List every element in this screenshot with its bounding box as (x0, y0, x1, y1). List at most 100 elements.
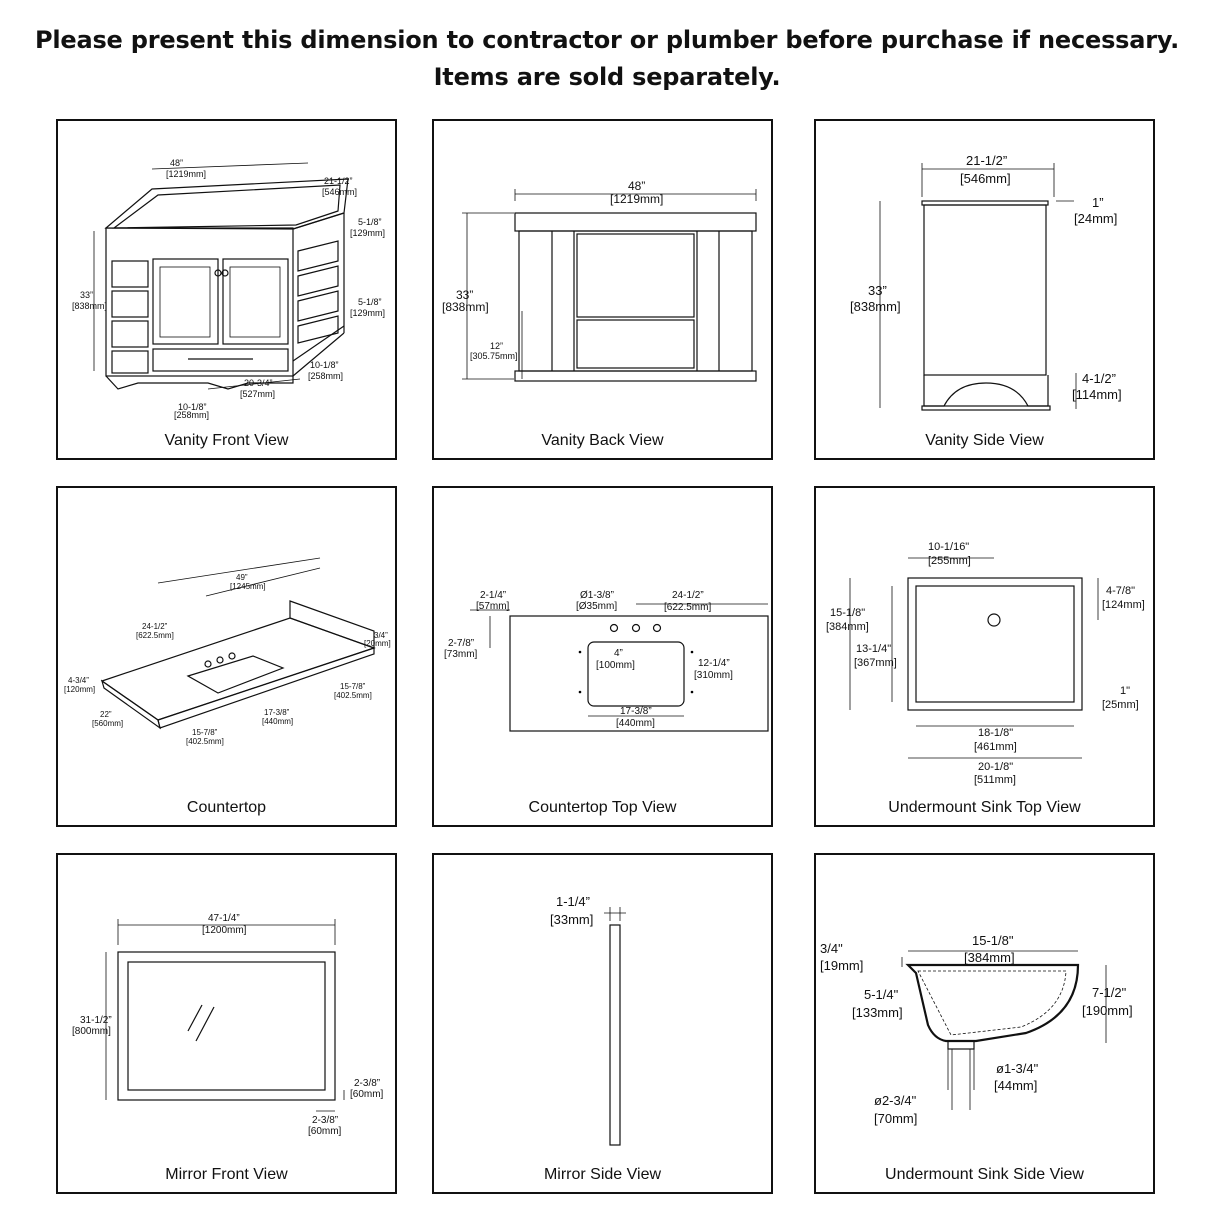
vanity-back-drawing: 48” [1219mm] 33” [838mm] 12” [305.75mm] (442, 179, 757, 382)
dim-height-mm: [800mm] (72, 1026, 111, 1037)
dim-depth-mm: [560mm] (92, 719, 123, 728)
dim-drain-offset-mm: [255mm] (928, 555, 971, 567)
dim-depth: 21-1/2” (966, 153, 1007, 168)
dim-height-mm: [838mm] (72, 301, 107, 311)
caption-mirror-side: Mirror Side View (543, 1166, 662, 1183)
countertop-drawing: 49” [1245mm] 24-1/2” [622.5mm] 3/4” [20m… (64, 557, 391, 746)
dim-outer-width-mm: [511mm] (974, 774, 1016, 786)
dim-drain-back: 4-7/8" (1106, 585, 1135, 597)
dim-front-base-mm: [527mm] (240, 389, 275, 399)
panel-undermount-sink-side-view: 15-1/8" [384mm] 3/4" [19mm] 5-1/4" [133m… (814, 853, 1155, 1194)
dim-depth-mm: [546mm] (322, 187, 357, 197)
dim-top: 5-1/8” (358, 217, 382, 227)
sink-side-drawing: 15-1/8" [384mm] 3/4" [19mm] 5-1/4" [133m… (820, 933, 1133, 1126)
caption-sink-top: Undermount Sink Top View (888, 799, 1081, 816)
sink-top-drawing: 10-1/16" [255mm] 15-1/8" [384mm] 13-1/4"… (826, 541, 1145, 786)
dim-cutout-depth: 12-1/4” (698, 658, 730, 669)
dim-side-base: 10-1/8” (310, 360, 339, 370)
dim-spread-mm: [100mm] (596, 660, 635, 671)
dim-splash: 4-3/4” (68, 676, 89, 685)
dim-inner-depth: 13-1/4" (856, 643, 891, 655)
dim-width: 15-1/8" (972, 933, 1014, 948)
dim-rim: 3/4" (820, 941, 843, 956)
dim-bowl-offset-mm: [133mm] (852, 1005, 903, 1020)
dim-cutout-width-mm: [440mm] (616, 718, 655, 729)
dim-drain: ø1-3/4" (996, 1061, 1039, 1076)
dim-top-thickness: 1” (1092, 195, 1104, 210)
dim-outer-depth: 15-1/8" (830, 607, 865, 619)
panel-countertop-top-view: 2-1/4” [57mm] Ø1-3/8” [Ø35mm] 24-1/2” [6… (432, 486, 773, 827)
dim-base: 4-1/2” (1082, 371, 1116, 386)
dim-width: 49” (236, 573, 248, 582)
dim-depth-mm: [546mm] (960, 171, 1011, 186)
header-line-1: Please present this dimension to contrac… (34, 26, 1180, 54)
header-line-2: Items are sold separately. (433, 63, 781, 91)
dim-drain-mm: [44mm] (994, 1078, 1037, 1093)
dim-width: 48” (170, 158, 183, 168)
panel-mirror-front-view: 47-1/4” [1200mm] 31-1/2” [800mm] 2-3/8” … (56, 853, 397, 1194)
dim-width-mm: [1219mm] (166, 169, 206, 179)
dim-top-mm: [129mm] (350, 228, 385, 238)
dim-outer-width: 20-1/8" (978, 761, 1013, 773)
dim-edge-mm: [57mm] (476, 601, 510, 612)
dim-inner-width-mm: [461mm] (974, 741, 1017, 753)
mirror-side-drawing: 1-1/4” [33mm] (550, 894, 626, 1146)
dim-flange-mm: [70mm] (874, 1111, 917, 1126)
dim-left-base-mm: [258mm] (174, 410, 209, 420)
dim-side-base-mm: [258mm] (308, 371, 343, 381)
dim-height-mm: [838mm] (850, 299, 901, 314)
caption-vanity-side: Vanity Side View (925, 432, 1044, 449)
dim-frame-side: 2-3/8” (354, 1078, 380, 1089)
dim-rim-mm: [19mm] (820, 958, 863, 973)
caption-vanity-back: Vanity Back View (541, 432, 664, 449)
dim-flange: ø2-3/4" (874, 1093, 917, 1108)
countertop-top-drawing: 2-1/4” [57mm] Ø1-3/8” [Ø35mm] 24-1/2” [6… (444, 590, 769, 732)
dim-right-mm: [402.5mm] (334, 691, 372, 700)
dim-cutout: 17-3/8” (264, 708, 290, 717)
dim-opening: 12” (490, 341, 503, 351)
dim-right: 15-7/8” (340, 682, 366, 691)
dim-depth: 21-1/2” (324, 176, 353, 186)
dim-cutout-mm: [440mm] (262, 717, 293, 726)
dim-center-mm: [622.5mm] (664, 602, 711, 613)
dim-drain-back-mm: [124mm] (1102, 599, 1145, 611)
dim-hole: Ø1-3/8” (580, 590, 614, 601)
dim-center: 24-1/2” (142, 622, 168, 631)
dim-frame-bottom-mm: [60mm] (308, 1126, 342, 1137)
dim-width: 48” (628, 179, 645, 193)
dim-bowl-offset: 5-1/4" (864, 987, 899, 1002)
dim-width-mm: [1245mm] (230, 582, 266, 591)
dim-height: 33” (80, 290, 93, 300)
dim-inner-depth-mm: [367mm] (854, 657, 897, 669)
dim-edge: 2-1/4” (480, 590, 506, 601)
panel-vanity-back-view: 48” [1219mm] 33” [838mm] 12” [305.75mm] … (432, 119, 773, 460)
dim-drain-offset: 10-1/16" (928, 541, 969, 553)
dim-height: 33” (456, 288, 473, 302)
caption-countertop-top: Countertop Top View (528, 799, 677, 816)
dim-cutout-width: 17-3/8” (620, 706, 652, 717)
dim-depth: 7-1/2" (1092, 985, 1127, 1000)
dim-left: 15-7/8” (192, 728, 218, 737)
caption-sink-side: Undermount Sink Side View (885, 1166, 1084, 1183)
dim-back-mm: [73mm] (444, 649, 478, 660)
header: Please present this dimension to contrac… (0, 22, 1214, 96)
dim-top-thickness-mm: [24mm] (1074, 211, 1117, 226)
dim-front-base: 20-3/4” (244, 378, 273, 388)
dim-back: 2-7/8” (448, 638, 474, 649)
panel-undermount-sink-top-view: 10-1/16" [255mm] 15-1/8" [384mm] 13-1/4"… (814, 486, 1155, 827)
panel-vanity-front-view: 48” [1219mm] 21-1/2” [546mm] 5-1/8” [129… (56, 119, 397, 460)
dim-height: 33” (868, 283, 887, 298)
dim-thickness: 1-1/4” (556, 894, 590, 909)
dim-spread: 4” (614, 648, 623, 659)
dim-opening-mm: [305.75mm] (470, 351, 518, 361)
dim-thickness-mm: [20mm] (364, 639, 391, 648)
caption-vanity-front: Vanity Front View (164, 432, 289, 449)
dim-frame-bottom: 2-3/8” (312, 1115, 338, 1126)
dim-width-mm: [1200mm] (202, 925, 247, 936)
dim-cutout-depth-mm: [310mm] (694, 670, 733, 681)
dim-left-base: 10-1/8” (178, 402, 207, 412)
vanity-side-drawing: 21-1/2” [546mm] 1” [24mm] 33” [838mm] 4-… (850, 153, 1122, 411)
dim-frame-side-mm: [60mm] (350, 1089, 384, 1100)
vanity-front-drawing: 48” [1219mm] 21-1/2” [546mm] 5-1/8” [129… (72, 158, 385, 420)
dim-thickness: 3/4” (374, 631, 388, 640)
